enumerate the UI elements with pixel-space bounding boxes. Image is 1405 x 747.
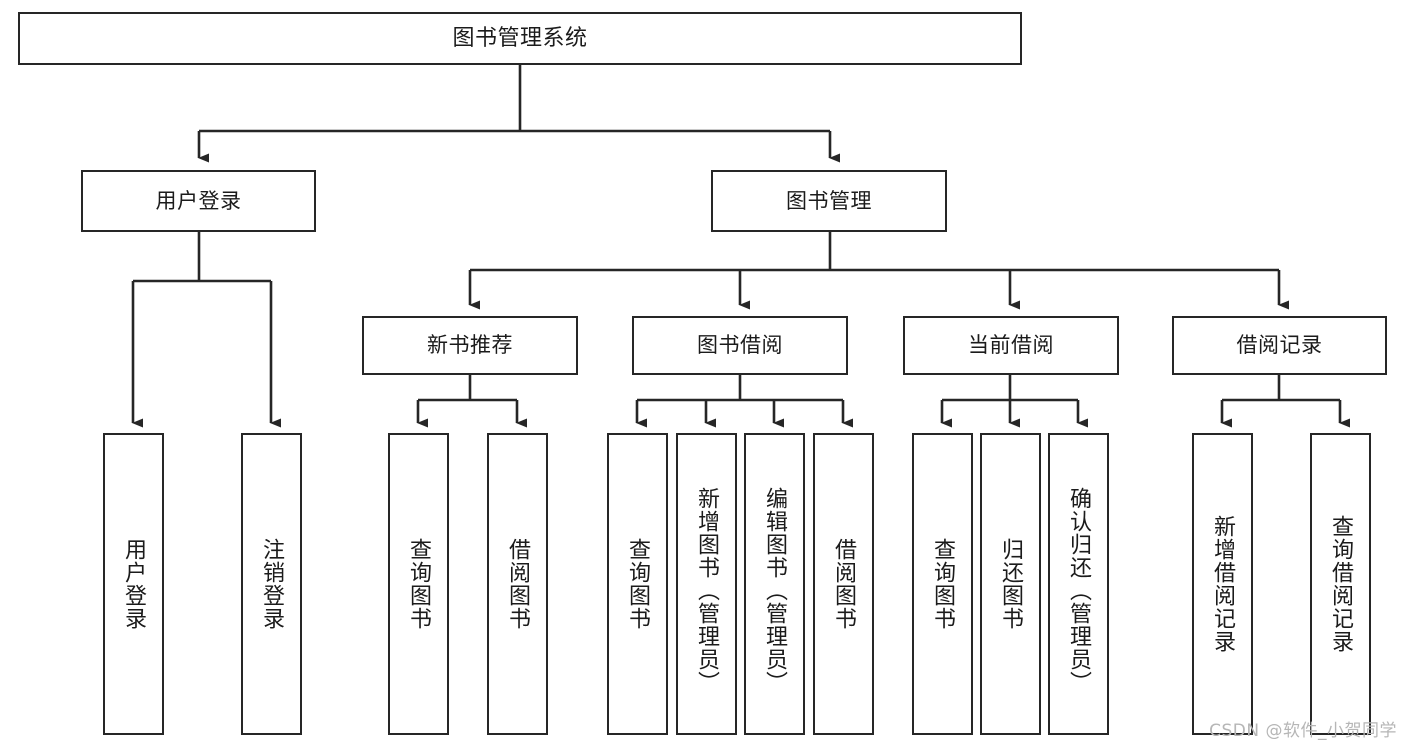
node-label: 查询借阅记录 — [1328, 515, 1354, 653]
leaf-current-borrow-query[interactable]: 查询图书 — [912, 433, 973, 735]
node-label: 当前借阅 — [968, 333, 1054, 358]
node-label: 注销登录 — [259, 538, 285, 630]
node-label: 图书管理系统 — [452, 25, 588, 51]
node-root-system[interactable]: 图书管理系统 — [18, 12, 1022, 65]
leaf-book-borrow-borrow[interactable]: 借阅图书 — [813, 433, 874, 735]
node-book-borrow[interactable]: 图书借阅 — [632, 316, 848, 375]
node-label: 归还图书 — [998, 538, 1024, 630]
csdn-watermark: CSDN @软件_小贺同学 — [1209, 721, 1397, 741]
node-label: 编辑图书（管理员） — [762, 486, 788, 694]
leaf-new-book-query[interactable]: 查询图书 — [388, 433, 449, 735]
node-label: 新增图书（管理员） — [694, 486, 720, 694]
node-label: 查询图书 — [406, 538, 432, 630]
node-label: 借阅图书 — [831, 538, 857, 630]
leaf-current-borrow-return[interactable]: 归还图书 — [980, 433, 1041, 735]
node-label: 查询图书 — [930, 538, 956, 630]
node-label: 新书推荐 — [427, 333, 513, 358]
node-label: 借阅记录 — [1236, 333, 1323, 358]
leaf-new-book-borrow[interactable]: 借阅图书 — [487, 433, 548, 735]
node-label: 图书借阅 — [697, 333, 783, 358]
node-label: 新增借阅记录 — [1210, 515, 1236, 653]
leaf-book-borrow-query[interactable]: 查询图书 — [607, 433, 668, 735]
node-label: 借阅图书 — [505, 538, 531, 630]
leaf-current-borrow-confirm-return[interactable]: 确认归还（管理员） — [1048, 433, 1109, 735]
node-label: 查询图书 — [625, 538, 651, 630]
leaf-borrow-record-add[interactable]: 新增借阅记录 — [1192, 433, 1253, 735]
node-label: 用户登录 — [121, 538, 147, 630]
node-user-login[interactable]: 用户登录 — [81, 170, 316, 232]
node-label: 用户登录 — [155, 188, 242, 213]
leaf-user-login-login[interactable]: 用户登录 — [103, 433, 164, 735]
node-new-book-recommend[interactable]: 新书推荐 — [362, 316, 578, 375]
leaf-book-borrow-add[interactable]: 新增图书（管理员） — [676, 433, 737, 735]
node-borrow-record[interactable]: 借阅记录 — [1172, 316, 1387, 375]
leaf-book-borrow-edit[interactable]: 编辑图书（管理员） — [744, 433, 805, 735]
node-book-management[interactable]: 图书管理 — [711, 170, 947, 232]
leaf-user-login-logout[interactable]: 注销登录 — [241, 433, 302, 735]
node-current-borrow[interactable]: 当前借阅 — [903, 316, 1119, 375]
node-label: 确认归还（管理员） — [1066, 486, 1092, 694]
node-label: 图书管理 — [786, 188, 872, 213]
leaf-borrow-record-query[interactable]: 查询借阅记录 — [1310, 433, 1371, 735]
